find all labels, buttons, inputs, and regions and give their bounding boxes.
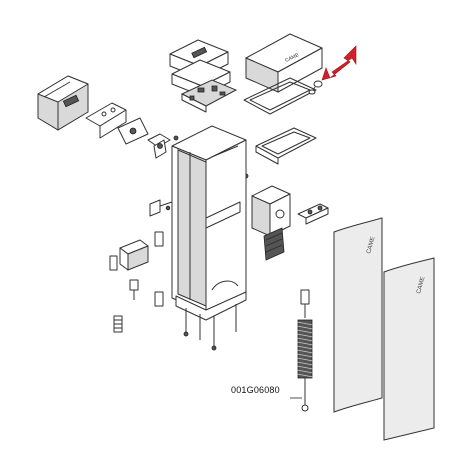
flange-part xyxy=(147,133,171,159)
mounting-plate-part xyxy=(117,117,149,145)
spring-coil xyxy=(296,369,314,374)
key-lock-part xyxy=(308,80,323,95)
dust-cover-part xyxy=(37,75,89,131)
door-panel-rear: CAME xyxy=(383,257,435,441)
part-code-label: 001G06080 xyxy=(231,385,280,395)
spring-coil xyxy=(296,357,314,362)
hinge-part xyxy=(149,199,173,217)
indicator-arrow xyxy=(321,45,357,81)
spring-coil xyxy=(296,321,314,326)
brand-mark-panel: CAME xyxy=(366,236,376,254)
spring-coil xyxy=(296,361,314,366)
spring-coil xyxy=(296,325,314,330)
spring-coil xyxy=(296,341,314,346)
brand-mark-panel-rear: CAME xyxy=(416,276,426,294)
brand-mark: CAME xyxy=(284,52,300,64)
spring-coil xyxy=(296,353,314,358)
terminal-block-part xyxy=(113,315,123,333)
lever-bracket-part xyxy=(297,203,329,225)
spring-coil xyxy=(296,365,314,370)
top-cover-part: CAME xyxy=(245,33,323,93)
spring-coil xyxy=(296,345,314,350)
seal-ring-part xyxy=(255,127,317,165)
bracket-part xyxy=(85,102,127,139)
spring-coil xyxy=(296,329,314,334)
transformer-part xyxy=(109,239,149,271)
spring-coil xyxy=(296,373,314,378)
balancing-spring-part xyxy=(296,289,314,412)
spring-coil xyxy=(296,349,314,354)
card-slot-part xyxy=(154,231,164,307)
door-panel-front: CAME xyxy=(333,217,383,413)
gearmotor-part xyxy=(251,185,291,261)
spring-coil xyxy=(296,333,314,338)
fuse-holder-part xyxy=(129,279,139,300)
spring-coil xyxy=(296,337,314,342)
circuit-board-part xyxy=(180,79,238,113)
cabinet-column-part xyxy=(171,125,247,351)
